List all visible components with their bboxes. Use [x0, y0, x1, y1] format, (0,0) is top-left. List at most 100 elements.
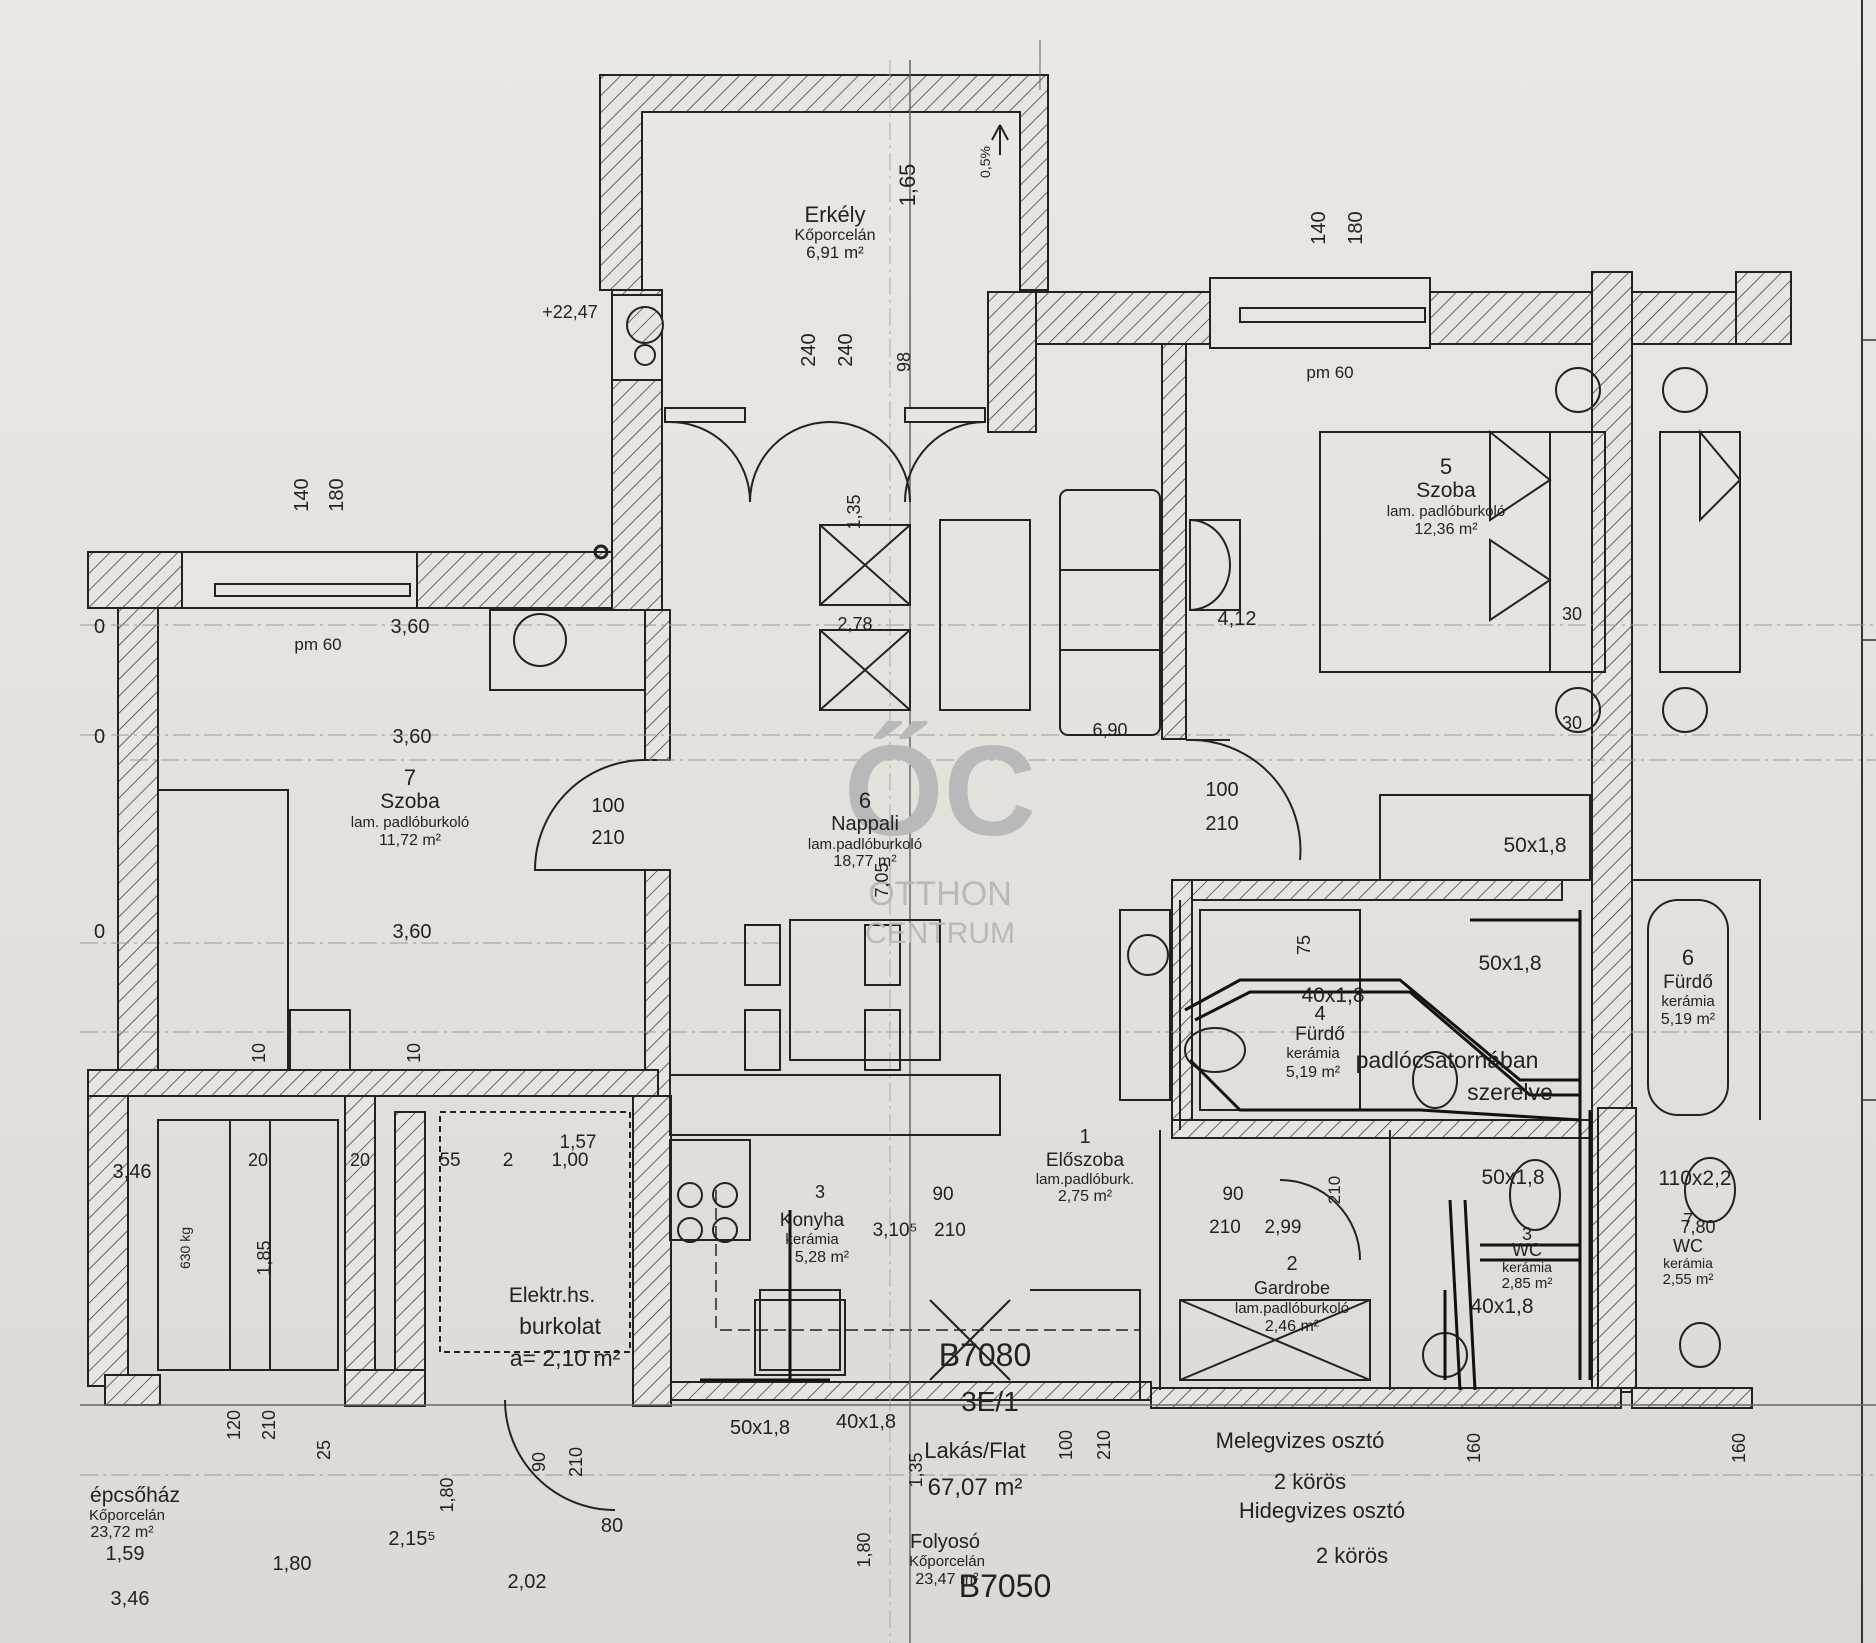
pipe-label: 110x2,2: [1658, 1167, 1731, 1190]
dim-label: 30: [1562, 713, 1582, 733]
flat-type: 3E/1: [961, 1386, 1019, 1417]
room-furdo6-name: Fürdő: [1663, 972, 1713, 993]
dim-label: 90: [529, 1452, 549, 1472]
dim-label: 30: [1562, 604, 1582, 624]
watermark-line1: OTTHON: [868, 875, 1012, 913]
room-eloszoba-number: 1: [1079, 1126, 1090, 1148]
dim-label: 20: [350, 1150, 370, 1170]
room-nappali-name: Nappali: [831, 813, 899, 835]
dim-label: 25: [314, 1440, 334, 1460]
dim-label: 3,46: [111, 1588, 150, 1610]
room-szoba7-name: Szoba: [380, 790, 440, 813]
dim-label: 7,05: [872, 862, 892, 897]
room-eloszoba-area: 2,75 m²: [1058, 1188, 1113, 1205]
dim-label: 3,60: [393, 726, 432, 748]
dim-label: 4,12: [1218, 608, 1257, 630]
note-meleg-korok: 2 körös: [1274, 1469, 1346, 1494]
dim-label: 80: [601, 1515, 623, 1537]
dim-label: 210: [591, 827, 624, 849]
dim-label: 7,80: [1680, 1217, 1715, 1237]
room-furdo4-name: Fürdő: [1295, 1024, 1345, 1045]
dim-label: 240: [835, 333, 857, 366]
room-furdo6-number: 6: [1682, 945, 1694, 970]
dim-label: 1,65: [895, 164, 920, 207]
room-konyha-area: 5,28 m²: [795, 1249, 850, 1266]
dim-label: 100: [1056, 1430, 1076, 1460]
room-eloszoba-floor: lam.padlóburk.: [1036, 1171, 1134, 1188]
dim-label: 1,59: [106, 1543, 145, 1565]
watermark-line2: CENTRUM: [865, 917, 1015, 950]
room-lepcsohaz-area: 23,72 m²: [90, 1524, 154, 1541]
room-furdo4-number: 4: [1314, 1003, 1325, 1025]
dim-label: 140: [1308, 211, 1330, 244]
pipe-label: 40x1,8: [1470, 1295, 1533, 1318]
room-furdo6-area: 5,19 m²: [1661, 1011, 1716, 1028]
dim-label: pm 60: [1306, 363, 1353, 382]
dim-label: 2,02: [508, 1571, 547, 1593]
plumbing-notes: padlócsatornában szerelve Melegvizes osz…: [1216, 1047, 1553, 1568]
watermark-logo: ŐC: [844, 720, 1036, 863]
dimensions: 1,65 240 240 98 0,5% +22,47 140 180 140 …: [94, 146, 1749, 1610]
room-furdo4-area: 5,19 m²: [1286, 1064, 1341, 1081]
room-elektr-floor: burkolat: [519, 1313, 601, 1339]
dim-label: 120: [224, 1410, 244, 1440]
room-wc-floor: kerámia: [1502, 1259, 1552, 1275]
room-wc2-area: 2,55 m²: [1663, 1271, 1714, 1288]
dim-label: 3,46: [113, 1161, 152, 1183]
room-lepcsohaz-floor: Kőporcelán: [89, 1507, 165, 1524]
dim-label: 1,80: [854, 1532, 874, 1567]
room-nappali-number: 6: [859, 788, 871, 813]
room-erkely-name: Erkély: [804, 202, 865, 227]
dim-label: 0: [94, 726, 105, 748]
dim-label: 210: [259, 1410, 279, 1440]
pipe-label: 40x1,8: [1301, 984, 1364, 1007]
dim-label: +22,47: [542, 302, 598, 322]
dim-label: 1,35: [906, 1452, 926, 1487]
dim-label: 75: [1294, 935, 1314, 955]
dim-label: 160: [1729, 1433, 1749, 1463]
room-folyoso-floor: Kőporcelán: [909, 1553, 985, 1570]
dim-label: 1,35: [844, 494, 864, 529]
room-szoba7-floor: lam. padlóburkoló: [351, 814, 469, 831]
room-erkely-area: 6,91 m²: [806, 243, 864, 262]
pipe-label: 40x1,8: [836, 1411, 896, 1433]
room-gardrobe-floor: lam.padlóburkoló: [1235, 1300, 1349, 1317]
flat-info: B7080 3E/1 Lakás/Flat 67,07 m² B7050: [924, 1337, 1051, 1604]
dim-label: 98: [894, 352, 914, 372]
pipe-label: 50x1,8: [1481, 1166, 1544, 1189]
room-gardrobe-number: 2: [1286, 1253, 1297, 1275]
dim-label: 0: [94, 921, 105, 943]
dim-label: 3,60: [393, 921, 432, 943]
room-konyha-floor: kerámia: [785, 1231, 839, 1248]
dim-label: 210: [934, 1220, 966, 1241]
dim-label: 160: [1464, 1433, 1484, 1463]
room-folyoso-name: Folyosó: [910, 1531, 980, 1553]
pipe-labels: 50x1,8 50x1,8 40x1,8 50x1,8 40x1,8 50x1,…: [730, 834, 1732, 1439]
room-furdo6-floor: kerámia: [1661, 993, 1715, 1010]
dim-label: 240: [798, 333, 820, 366]
room-konyha-number: 3: [815, 1182, 825, 1202]
room-wc2-name: WC: [1673, 1236, 1703, 1256]
dim-label: 55: [439, 1150, 460, 1171]
room-gardrobe-area: 2,46 m²: [1265, 1318, 1320, 1335]
room-labels: Erkély Kőporcelán 6,91 m² 6 Nappali lam.…: [89, 202, 1716, 1588]
dim-label: 0,5%: [977, 146, 993, 178]
dim-label: 100: [1205, 779, 1238, 801]
room-nappali-floor: lam.padlóburkoló: [808, 836, 922, 853]
dim-label: 210: [1205, 813, 1238, 835]
room-wc-number: 3: [1522, 1224, 1532, 1244]
room-szoba7-area: 11,72 m²: [379, 832, 442, 849]
room-gardrobe-name: Gardrobe: [1254, 1278, 1330, 1298]
pipe-label: 50x1,8: [730, 1417, 790, 1439]
room-szoba5-floor: lam. padlóburkoló: [1387, 503, 1505, 520]
room-szoba5-name: Szoba: [1416, 479, 1476, 502]
room-szoba5-number: 5: [1440, 454, 1452, 479]
dim-label: 210: [1094, 1430, 1114, 1460]
dim-label: 0: [94, 616, 105, 638]
pipework: [700, 910, 1592, 1391]
room-lepcsohaz-name: épcsőház: [90, 1484, 180, 1507]
pipe-label: 50x1,8: [1478, 952, 1541, 975]
furniture: [157, 294, 1742, 1381]
